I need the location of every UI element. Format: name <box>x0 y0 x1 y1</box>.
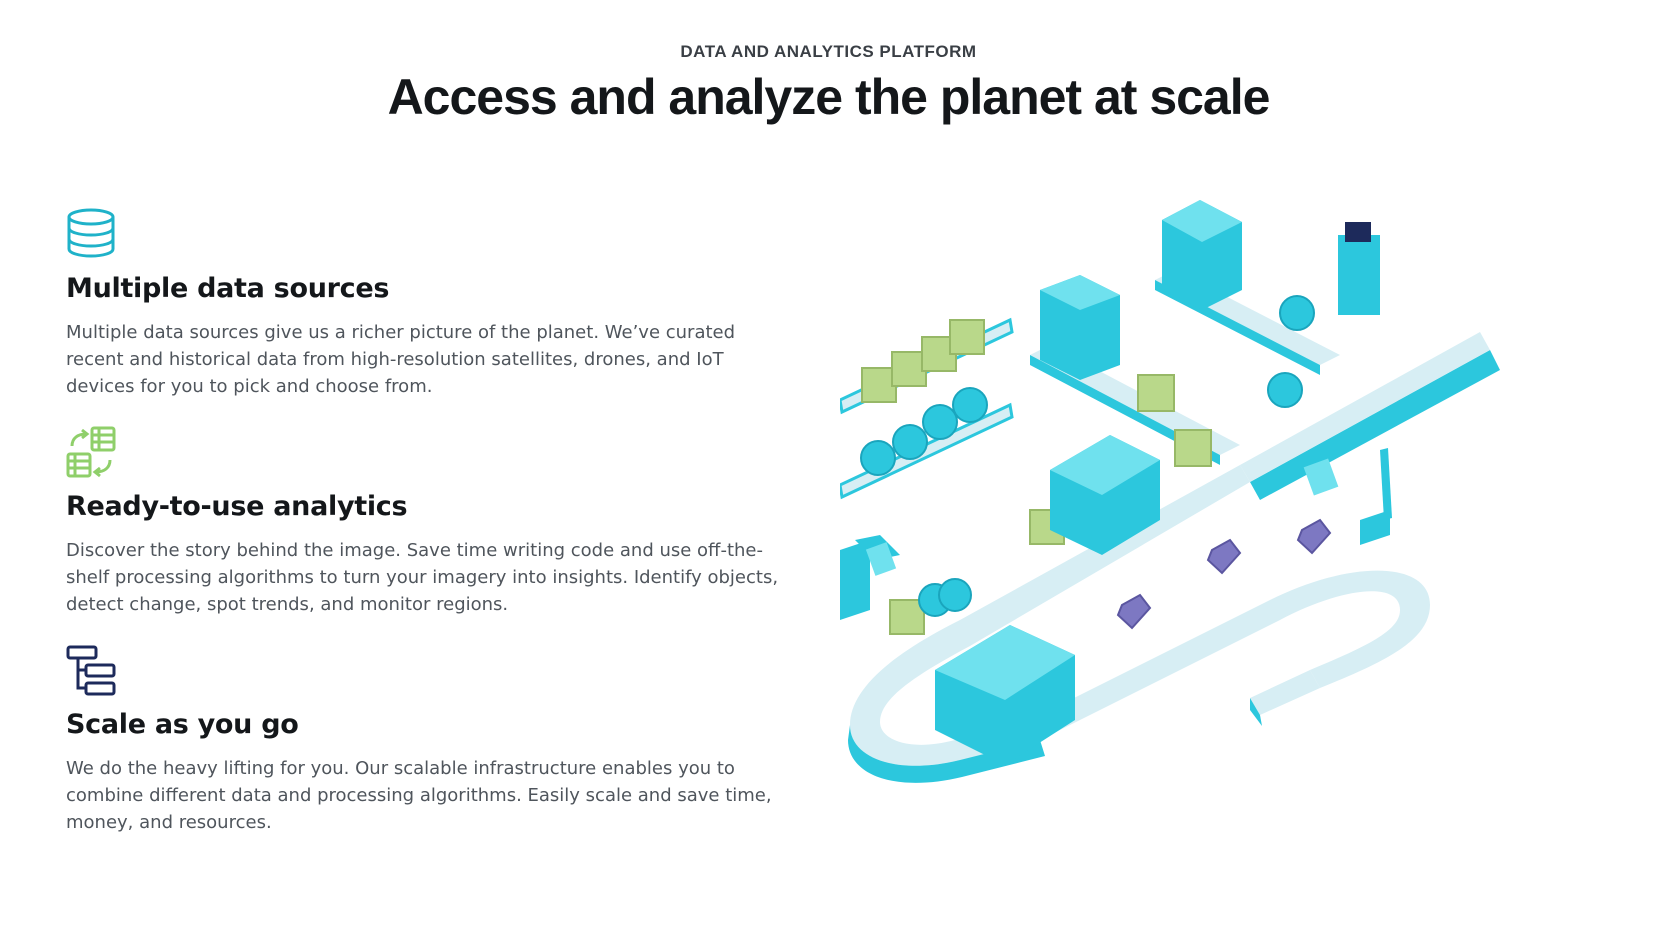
database-icon <box>66 208 120 262</box>
data-spheres <box>860 295 1315 617</box>
feature-title: Multiple data sources <box>66 273 390 304</box>
feature-title: Ready-to-use analytics <box>66 491 408 522</box>
section-eyebrow: DATA AND ANALYTICS PLATFORM <box>680 42 977 61</box>
section-title: Access and analyze the planet at scale <box>387 69 1271 125</box>
feature-description: Discover the story behind the image. Sav… <box>66 540 779 615</box>
analytics-grid-icon <box>66 426 120 480</box>
scale-blocks-icon <box>66 644 120 698</box>
data-factory-conveyor-illustration <box>838 200 1580 880</box>
robot-arms <box>840 448 1392 620</box>
machines <box>935 200 1380 765</box>
feature-title: Scale as you go <box>66 709 299 740</box>
feature-description: We do the heavy lifting for you. Our sca… <box>66 758 772 833</box>
insight-gems <box>1116 518 1332 630</box>
feature-description: Multiple data sources give us a richer p… <box>66 322 736 397</box>
